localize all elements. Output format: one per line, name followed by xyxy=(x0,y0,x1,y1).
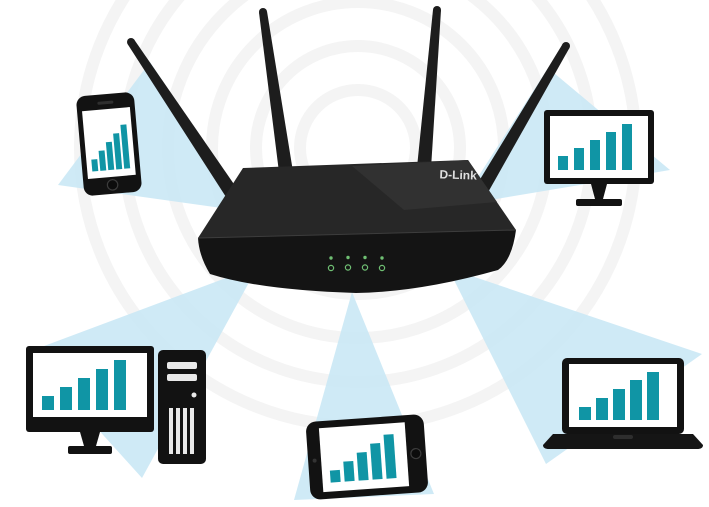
router-antennas-icon xyxy=(127,6,570,200)
device-smartphone xyxy=(76,92,142,196)
desktop-monitor xyxy=(26,346,154,454)
router-front-edge xyxy=(197,229,517,239)
signal-bars-icon xyxy=(91,124,131,172)
router-front-face xyxy=(198,230,516,293)
monitor-stand xyxy=(591,184,607,199)
router-brand-label: D-Link xyxy=(439,167,477,182)
router-led-glyphs-icon xyxy=(327,264,386,272)
tower-drive-bay xyxy=(167,362,197,369)
signal-bars-icon xyxy=(558,124,632,170)
tablet-home-button xyxy=(410,447,422,460)
device-laptop xyxy=(543,358,703,449)
router-top-facet xyxy=(352,160,497,210)
desktop-monitor-stand xyxy=(80,432,100,446)
router: D-Link xyxy=(127,6,570,293)
device-desktop-pc xyxy=(26,346,206,464)
signal-bars-icon xyxy=(579,372,659,420)
device-monitor xyxy=(544,110,654,206)
tower-power-button xyxy=(191,392,197,398)
laptop-base xyxy=(543,434,703,449)
smartphone-home-button xyxy=(106,179,119,191)
smartphone-speaker xyxy=(97,100,114,105)
tablet-camera xyxy=(312,458,317,463)
desktop-monitor-base xyxy=(68,446,112,454)
desktop-tower xyxy=(158,350,206,464)
device-tablet xyxy=(306,414,428,500)
laptop-trackpad-notch xyxy=(613,435,633,439)
monitor-base xyxy=(576,199,622,206)
tower-drive-bay xyxy=(167,374,197,381)
router-led-dots-icon xyxy=(329,255,384,260)
signal-bars-icon xyxy=(42,360,126,410)
signal-bars-icon xyxy=(329,434,397,483)
tower-vents xyxy=(169,408,194,454)
